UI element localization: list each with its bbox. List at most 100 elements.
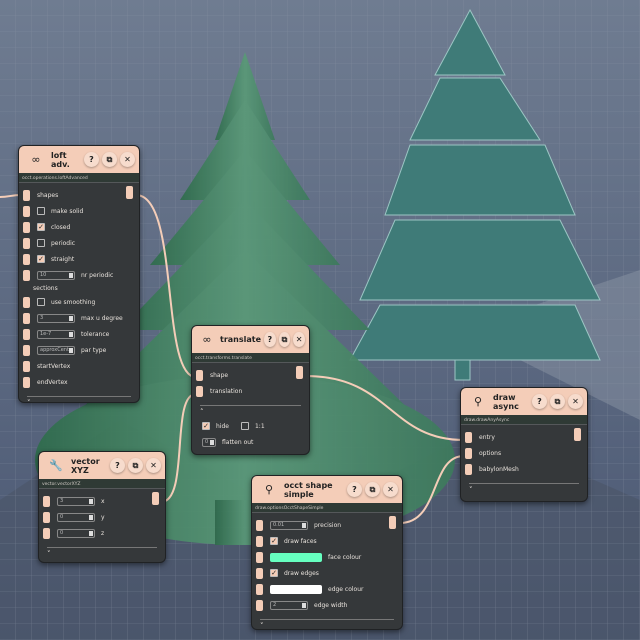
number-input[interactable]: 3 [37, 313, 75, 323]
node-header[interactable]: 🔧vector XYZ?⧉✕ [39, 452, 165, 479]
color-picker[interactable] [270, 552, 322, 562]
copy-button[interactable]: ⧉ [102, 152, 117, 167]
number-input[interactable]: 0.01 [270, 520, 308, 530]
node-header[interactable]: ⚲occt shape simple?⧉✕ [252, 476, 402, 503]
input-pin[interactable] [256, 520, 263, 531]
close-button[interactable]: ✕ [146, 458, 161, 473]
output-pin[interactable] [574, 428, 581, 441]
expand-toggle[interactable]: ˅ [260, 622, 264, 630]
close-button[interactable]: ✕ [383, 482, 398, 497]
node-header[interactable]: ∞loft adv.?⧉✕ [19, 146, 139, 173]
number-input[interactable]: 0 [57, 512, 95, 522]
input-pin[interactable] [23, 190, 30, 201]
checkbox[interactable] [37, 239, 45, 247]
number-input[interactable]: 2 [270, 600, 308, 610]
copy-button[interactable]: ⧉ [128, 458, 143, 473]
expand-toggle[interactable]: ˅ [469, 486, 473, 494]
blue-tree [349, 8, 601, 381]
input-pin[interactable] [256, 600, 263, 611]
output-pin[interactable] [152, 492, 159, 505]
help-button[interactable]: ? [84, 152, 99, 167]
input-pin[interactable] [23, 329, 30, 340]
copy-button[interactable]: ⧉ [550, 394, 565, 409]
occt-shape-simple-node[interactable]: ⚲occt shape simple?⧉✕draw.optionsOcctSha… [251, 475, 403, 630]
copy-button[interactable]: ⧉ [278, 332, 291, 347]
input-label: startVertex [37, 362, 71, 370]
wrench-icon: 🔧 [49, 459, 63, 472]
checkbox[interactable] [37, 207, 45, 215]
input-pin[interactable] [23, 297, 30, 308]
input-pin[interactable] [256, 536, 263, 547]
input-pin[interactable] [23, 270, 30, 281]
close-button[interactable]: ✕ [568, 394, 583, 409]
help-button[interactable]: ? [347, 482, 362, 497]
select-dropdown[interactable]: approxCentr [37, 345, 75, 355]
input-pin[interactable] [23, 222, 30, 233]
number-input[interactable]: 0 [57, 528, 95, 538]
flatten-input[interactable]: 0 [202, 437, 216, 447]
number-input[interactable]: 3 [57, 496, 95, 506]
copy-button[interactable]: ⧉ [365, 482, 380, 497]
output-pin[interactable] [296, 366, 303, 379]
close-button[interactable]: ✕ [293, 332, 305, 347]
collapse-toggle[interactable]: ˄ [200, 408, 204, 416]
checkbox[interactable]: ✓ [270, 569, 278, 577]
divider [27, 396, 131, 397]
output-pin[interactable] [126, 186, 133, 199]
loft-adv-node[interactable]: ∞loft adv.?⧉✕occt.operations.loftAdvance… [18, 145, 140, 407]
input-pin[interactable] [23, 361, 30, 372]
help-button[interactable]: ? [110, 458, 125, 473]
output-pin[interactable] [389, 516, 396, 529]
expand-toggle[interactable]: ˅ [47, 550, 51, 558]
hide-checkbox[interactable]: ✓ [202, 422, 210, 430]
input-pin[interactable] [256, 568, 263, 579]
input-pin[interactable] [43, 528, 50, 539]
input-pin[interactable] [23, 345, 30, 356]
checkbox[interactable] [37, 298, 45, 306]
number-input[interactable]: 10 [37, 270, 75, 280]
input-label: periodic [51, 239, 76, 247]
input-label: y [101, 513, 105, 521]
checkbox[interactable]: ✓ [37, 255, 45, 263]
input-pin[interactable] [256, 584, 263, 595]
input-pin[interactable] [196, 370, 203, 381]
flatten-row: 0 flatten out [192, 434, 309, 450]
input-row: startVertex [19, 358, 139, 374]
input-pin[interactable] [23, 254, 30, 265]
node-subtitle: vector.vectorXYZ [39, 479, 165, 489]
node-header[interactable]: ∞translate?⧉✕ [192, 326, 309, 353]
input-pin[interactable] [23, 313, 30, 324]
input-pin[interactable] [196, 386, 203, 397]
help-button[interactable]: ? [532, 394, 547, 409]
input-pin[interactable] [23, 206, 30, 217]
color-picker[interactable] [270, 584, 322, 594]
input-pin[interactable] [256, 552, 263, 563]
input-pin[interactable] [43, 496, 50, 507]
input-label: straight [51, 255, 75, 263]
number-input[interactable]: 1e-7 [37, 329, 75, 339]
close-button[interactable]: ✕ [120, 152, 135, 167]
checkbox[interactable]: ✓ [270, 537, 278, 545]
checkbox[interactable]: ✓ [37, 223, 45, 231]
node-header[interactable]: ⚲draw async?⧉✕ [461, 388, 587, 415]
input-pin[interactable] [465, 464, 472, 475]
input-label: endVertex [37, 378, 68, 386]
input-pin[interactable] [23, 377, 30, 388]
input-pin[interactable] [465, 448, 472, 459]
input-row: periodic [19, 235, 139, 251]
loft-icon: ∞ [31, 153, 41, 166]
input-pin[interactable] [465, 432, 472, 443]
input-pin[interactable] [43, 512, 50, 523]
input-row: options [461, 445, 587, 461]
expand-toggle[interactable]: ˅ [27, 399, 31, 407]
input-pin[interactable] [23, 238, 30, 249]
help-button[interactable]: ? [264, 332, 276, 347]
input-label: edge colour [328, 585, 364, 593]
flatten-label: flatten out [222, 438, 254, 446]
input-label: x [101, 497, 105, 505]
one-to-one-checkbox[interactable] [240, 422, 249, 430]
